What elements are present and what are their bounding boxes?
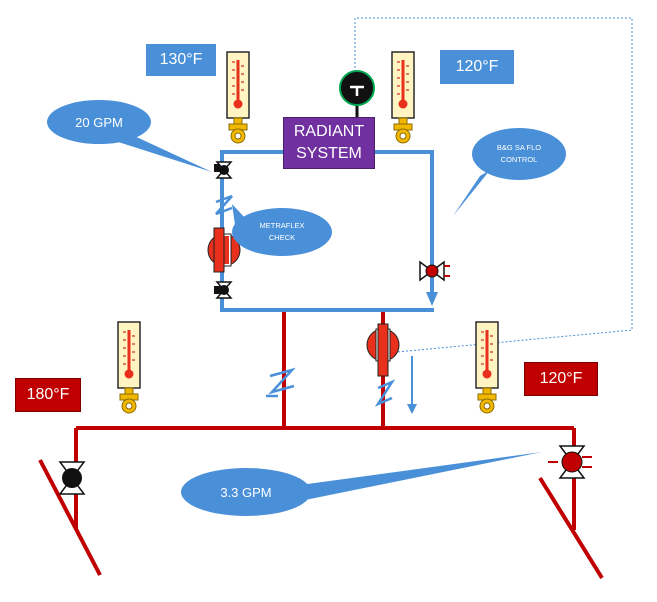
flow-arrow-right-loop	[426, 292, 438, 306]
radiant-system-line2: SYSTEM	[296, 145, 362, 162]
thermometer-icon	[475, 321, 499, 414]
callout-bubble	[47, 100, 212, 172]
thermometer-icon	[226, 51, 250, 144]
valve-icon	[548, 445, 592, 479]
primary-loop-piping	[38, 312, 604, 580]
temp-label-top-left: 130°F	[146, 44, 216, 76]
callout-bubble	[181, 452, 542, 516]
boundary-dotted-line	[354, 17, 633, 353]
flow-control-valve-icon	[419, 260, 450, 282]
sensor-icon	[339, 70, 375, 106]
temp-label-bottom-left: 180°F	[15, 378, 81, 412]
thermometer-icon	[391, 51, 415, 144]
check-valve-icon	[266, 367, 296, 398]
check-valve-icon	[374, 379, 396, 407]
check-valve-icon	[215, 194, 233, 216]
temp-label-top-right: 120°F	[440, 50, 514, 84]
thermometer-icon	[117, 321, 141, 414]
callout-bubble	[232, 204, 332, 256]
radiant-system-box: RADIANT SYSTEM	[283, 117, 375, 169]
valve-icon	[58, 461, 86, 495]
radiant-system-line1: RADIANT	[293, 123, 365, 140]
callout-bubble	[453, 128, 566, 216]
temp-label-bottom-right: 120°F	[524, 362, 598, 396]
